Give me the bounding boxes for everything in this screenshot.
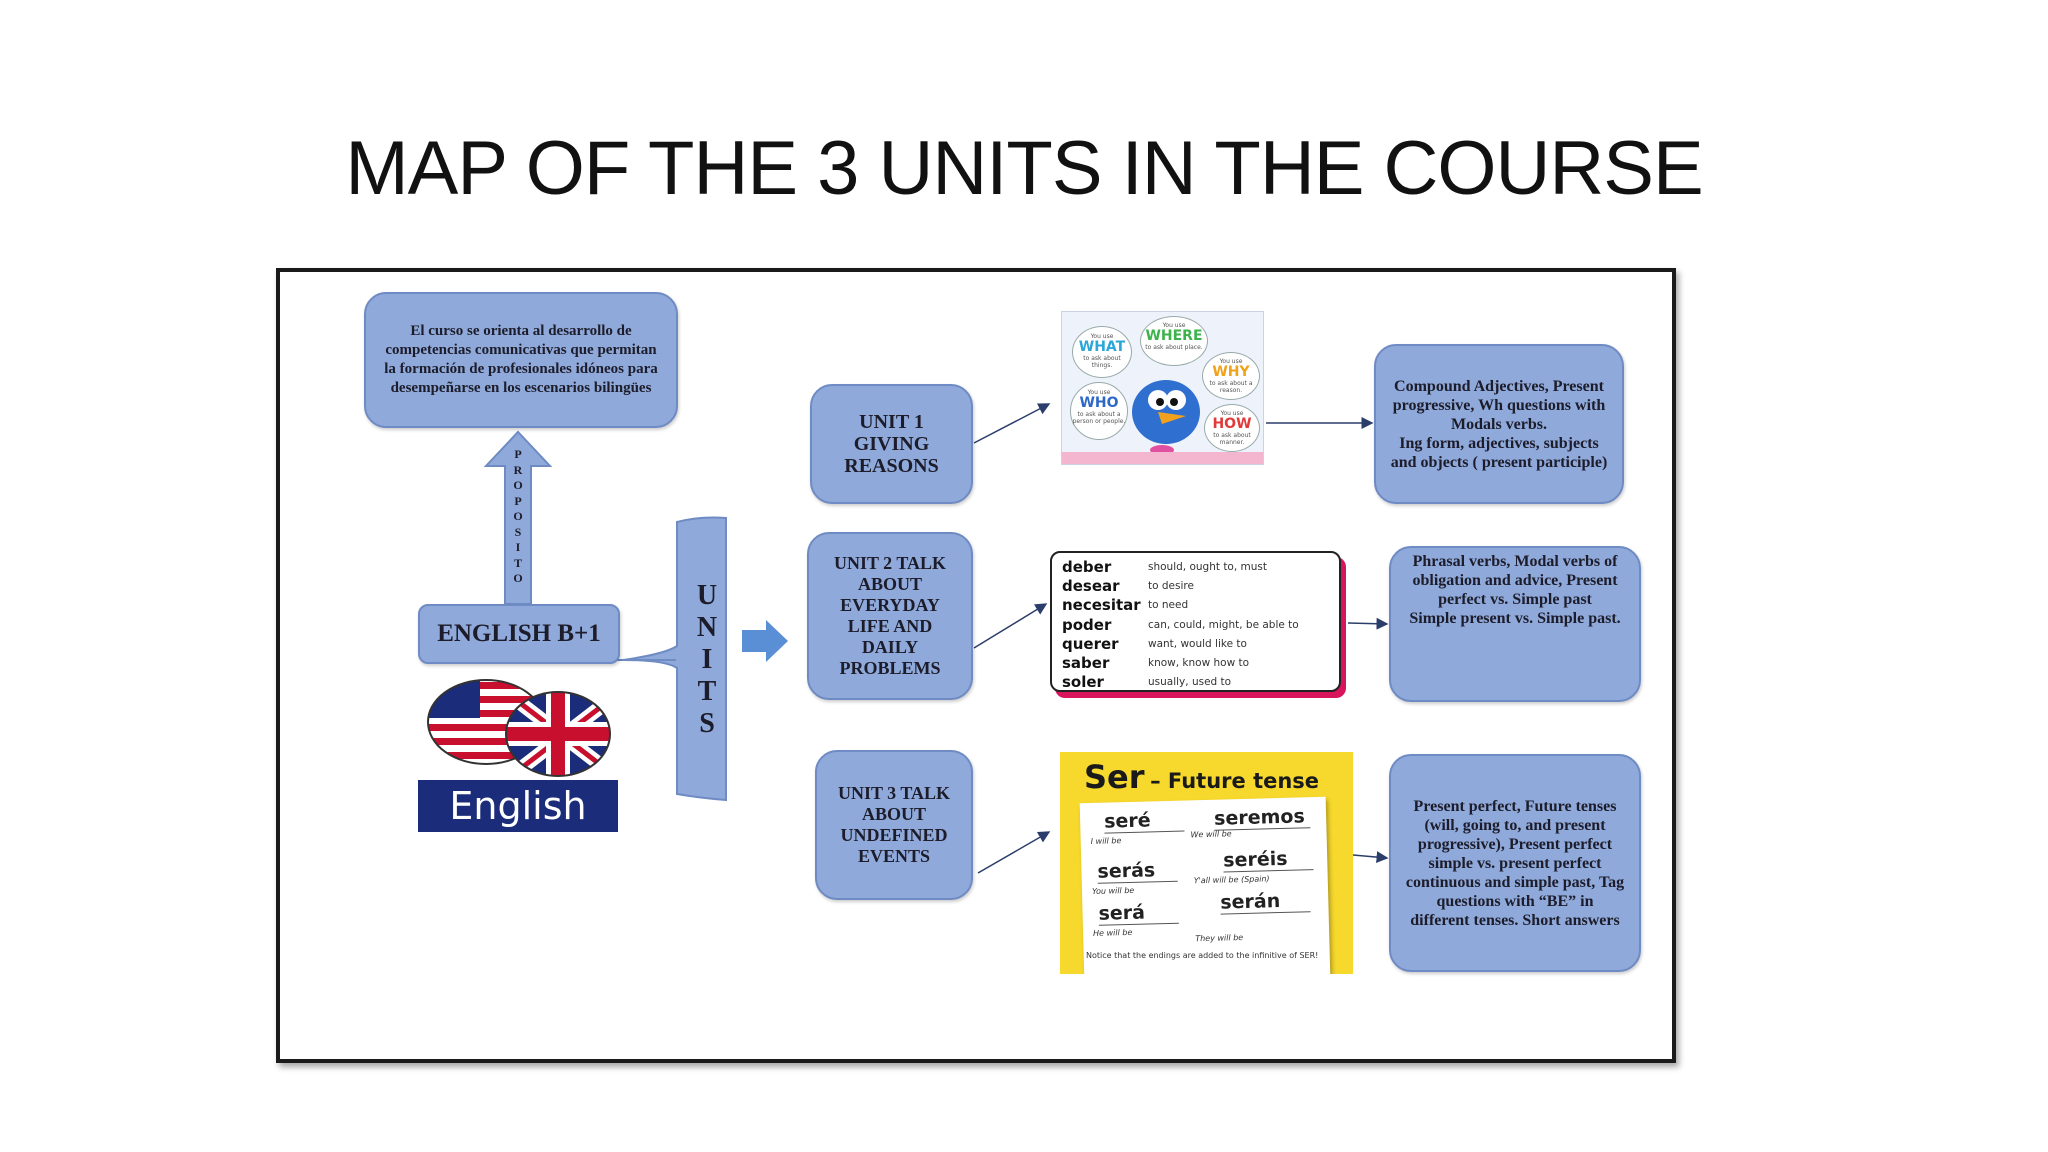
modal-verb: poder (1062, 615, 1112, 634)
purpose-text: El curso se orienta al desarrollo de com… (384, 323, 658, 396)
why-word: WHY (1212, 364, 1250, 380)
proposito-letter: T (513, 555, 522, 570)
ser-translation: They will be (1195, 933, 1244, 944)
ser-note: Notice that the endings are added to the… (1086, 951, 1319, 960)
units-letter: I (701, 644, 713, 675)
units-bracket (622, 516, 727, 802)
modal-verb: desear (1062, 576, 1120, 595)
proposito-letter: O (513, 571, 523, 585)
ser-translation: We will be (1190, 829, 1232, 840)
unit3-arrow (977, 831, 1051, 874)
english-logo: English (418, 676, 618, 832)
unit2-topics-box: Phrasal verbs, Modal verbs of obligation… (1389, 546, 1641, 702)
ser-form: será (1098, 900, 1179, 926)
units-letter: T (697, 676, 717, 707)
unit3-topics-box: Present perfect, Future tenses (will, go… (1389, 754, 1641, 972)
unit3-box: UNIT 3 TALK ABOUT UNDEFINED EVENTS (815, 750, 973, 900)
bird-icon (1062, 380, 1263, 464)
proposito-arrow (483, 430, 553, 605)
course-label: ENGLISH B+1 (437, 620, 601, 647)
proposito-letter: R (513, 462, 523, 477)
why-bubble: You use WHY to ask about a reason. (1202, 352, 1260, 400)
where-bubble: You use WHERE to ask about place. (1140, 316, 1208, 366)
units-arrow (742, 620, 788, 662)
unit1-box: UNIT 1 GIVING REASONS (810, 384, 973, 504)
unit3-label: UNIT 3 TALK ABOUT UNDEFINED EVENTS (837, 783, 951, 866)
units-letter: U (696, 580, 718, 611)
ser-title-rest: – Future tense (1150, 769, 1320, 793)
logo-band (418, 780, 618, 832)
proposito-letter: S (514, 524, 522, 539)
logo-text: English (449, 784, 587, 828)
what-bubble: You use WHAT to ask about things. (1072, 326, 1132, 378)
ser-title-main: Ser (1084, 758, 1145, 796)
who-word: WHO (1079, 395, 1119, 411)
modal-row: querer want, would like to (1062, 634, 1329, 653)
modal-verb: necesitar (1062, 596, 1141, 615)
units-label: U N I T S (692, 580, 722, 740)
question-words-image: You use WHAT to ask about things. You us… (1061, 311, 1264, 465)
ser-form: seremos (1213, 805, 1311, 831)
img3-arrow (1352, 851, 1389, 864)
where-word: WHERE (1145, 328, 1203, 344)
course-box: ENGLISH B+1 (418, 604, 620, 664)
unit1-arrow (973, 403, 1051, 444)
img2-arrow (1347, 617, 1389, 630)
modal-row: necesitar to need (1062, 596, 1329, 615)
slide-title: MAP OF THE 3 UNITS IN THE COURSE (345, 126, 1703, 211)
modal-row: soler usually, used to (1062, 673, 1329, 692)
units-letter: S (699, 708, 715, 739)
flags-icon (427, 679, 611, 777)
who-bubble: You use WHO to ask about a person or peo… (1070, 382, 1128, 440)
ser-form: seré (1103, 808, 1185, 834)
unit1-topics-box: Compound Adjectives, Present progressive… (1374, 344, 1624, 504)
modal-row: desear to desire (1062, 576, 1329, 595)
modal-verbs-card: deber should, ought to, must desear to des… (1050, 551, 1341, 692)
modal-meaning: know, know how to (1148, 657, 1250, 670)
modal-verb: deber (1062, 557, 1112, 576)
how-word: HOW (1212, 416, 1252, 432)
modal-meaning: want, would like to (1148, 637, 1247, 650)
what-word: WHAT (1078, 339, 1126, 355)
proposito-letter: O (513, 509, 523, 523)
proposito-label: P R O P O S I T O (511, 447, 525, 587)
ser-paper: seré I will be seremos We will be serás … (1079, 796, 1331, 974)
modal-row: poder can, could, might, be able to (1062, 615, 1329, 634)
ser-translation: You will be (1091, 885, 1135, 896)
ser-title: Ser – Future tense (1084, 758, 1319, 796)
unit2-label: UNIT 2 TALK ABOUT EVERYDAY LIFE AND DAIL… (833, 553, 947, 678)
unit2-box: UNIT 2 TALK ABOUT EVERYDAY LIFE AND DAIL… (807, 532, 973, 700)
modal-meaning: to need (1148, 599, 1189, 612)
proposito-letter: I (515, 540, 521, 554)
unit1-topics: Compound Adjectives, Present progressive… (1390, 377, 1608, 471)
ser-form: serás (1097, 858, 1178, 884)
ser-future-image: Ser – Future tense seré I will be seremo… (1060, 752, 1353, 974)
modal-meaning: to desire (1148, 579, 1194, 592)
modal-verb: soler (1062, 673, 1104, 692)
how-bubble: You use HOW to ask about manner. (1204, 404, 1260, 452)
unit2-arrow (973, 603, 1048, 649)
proposito-letter: P (514, 447, 522, 461)
ser-translation: Y'all will be (Spain) (1193, 874, 1270, 886)
modal-verb: saber (1062, 654, 1110, 673)
unit3-topics: Present perfect, Future tenses (will, go… (1405, 797, 1625, 929)
modal-verb: querer (1062, 634, 1119, 653)
ser-form: serán (1220, 889, 1311, 915)
unit1-label: UNIT 1 GIVING REASONS (844, 411, 939, 477)
modal-meaning: usually, used to (1148, 676, 1232, 689)
modal-meaning: can, could, might, be able to (1148, 618, 1299, 631)
purpose-box: El curso se orienta al desarrollo de com… (364, 292, 678, 428)
ser-translation: I will be (1090, 836, 1122, 846)
proposito-letter: P (514, 493, 522, 508)
unit2-topics: Phrasal verbs, Modal verbs of obligation… (1409, 553, 1621, 627)
proposito-letter: O (513, 478, 523, 492)
modal-row: deber should, ought to, must (1062, 557, 1329, 576)
units-letter: N (696, 612, 718, 643)
ser-translation: He will be (1092, 927, 1133, 938)
modal-meaning: should, ought to, must (1148, 560, 1268, 573)
modal-row: saber know, know how to (1062, 653, 1329, 672)
ser-form: seréis (1222, 847, 1314, 873)
